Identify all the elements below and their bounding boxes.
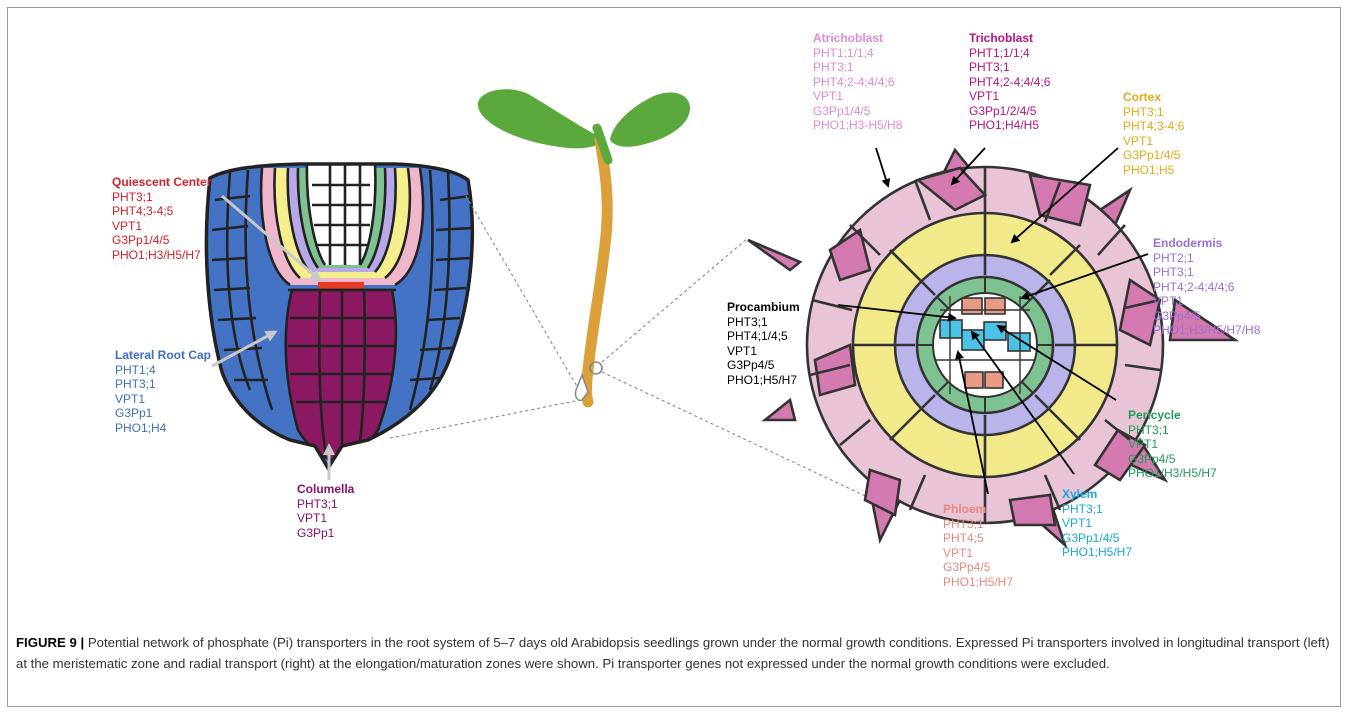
label-title: Columella (297, 482, 354, 497)
gene: G3Pp1/2/4/5 (969, 104, 1050, 119)
caption-separator: | (77, 635, 88, 650)
gene: G3Pp4/5 (727, 358, 800, 373)
label-atrichoblast: Atrichoblast PHT1;1/1;4 PHT3;1 PHT4;2-4;… (813, 31, 902, 133)
gene: G3Pp1/4/5 (813, 104, 902, 119)
label-title: Cortex (1123, 90, 1184, 105)
gene: PHT3;1 (969, 60, 1050, 75)
gene: PHT4;3-4;5 (112, 204, 211, 219)
gene: VPT1 (969, 89, 1050, 104)
label-cortex: Cortex PHT3;1 PHT4;3-4;6 VPT1 G3Pp1/4/5 … (1123, 90, 1184, 177)
label-pericycle: Pericycle PHT3;1 VPT1 G3Pp4/5 PHO1/H3/H5… (1128, 408, 1217, 481)
gene: VPT1 (727, 344, 800, 359)
gene: PHT1;1/1;4 (969, 46, 1050, 61)
gene: PHT3;1 (813, 60, 902, 75)
gene: PHO1;H3/H5/H7/H8 (1153, 323, 1260, 338)
figure-caption: FIGURE 9 | Potential network of phosphat… (16, 633, 1336, 674)
gene: PHO1;H5/H7 (1062, 545, 1132, 560)
gene: G3Pp1 (297, 526, 354, 541)
caption-label: FIGURE 9 (16, 635, 77, 650)
label-title: Xylem (1062, 487, 1132, 502)
label-title: Lateral Root Cap (115, 348, 211, 363)
gene: PHT1;4 (115, 363, 211, 378)
label-phloem: Phloem PHT3;1 PHT4;5 VPT1 G3Pp4/5 PHO1;H… (943, 502, 1013, 589)
gene: VPT1 (1128, 437, 1217, 452)
gene: PHT3;1 (115, 377, 211, 392)
gene: PHT4;3-4;6 (1123, 119, 1184, 134)
gene: PHO1;H5 (1123, 163, 1184, 178)
label-procambium: Procambium PHT3;1 PHT4;1/4;5 VPT1 G3Pp4/… (727, 300, 800, 387)
gene: PHT3;1 (727, 315, 800, 330)
label-title: Endodermis (1153, 236, 1260, 251)
gene: G3Pp4/5 (1128, 452, 1217, 467)
gene: PHT4;1/4;5 (727, 329, 800, 344)
root-tip-diagram (195, 150, 485, 480)
gene: PHT2;1 (1153, 251, 1260, 266)
label-quiescent-center: Quiescent Center PHT3;1 PHT4;3-4;5 VPT1 … (112, 175, 211, 262)
gene: PHO1;H3-H5/H8 (813, 118, 902, 133)
gene: PHT4;5 (943, 531, 1013, 546)
cross-section-diagram (748, 150, 1235, 545)
gene: PHT3;1 (1062, 502, 1132, 517)
gene: VPT1 (943, 546, 1013, 561)
gene: PHT3;1 (1128, 423, 1217, 438)
gene: G3Pp1/4/5 (1062, 531, 1132, 546)
gene: G3Pp1/4/5 (112, 233, 211, 248)
gene: PHO1/H3/H5/H7 (1128, 466, 1217, 481)
label-lateral-root-cap: Lateral Root Cap PHT1;4 PHT3;1 VPT1 G3Pp… (115, 348, 211, 435)
seedling-illustration (478, 89, 690, 402)
gene: PHO1;H4 (115, 421, 211, 436)
gene: PHT4;2-4;4/4;6 (813, 75, 902, 90)
gene: VPT1 (1123, 134, 1184, 149)
label-title: Trichoblast (969, 31, 1050, 46)
gene: VPT1 (1153, 294, 1260, 309)
gene: PHO1;H3/H5/H7 (112, 248, 211, 263)
gene: G3Pp1/4/5 (1123, 148, 1184, 163)
label-title: Pericycle (1128, 408, 1217, 423)
gene: PHT3;1 (297, 497, 354, 512)
gene: VPT1 (1062, 516, 1132, 531)
gene: VPT1 (297, 511, 354, 526)
gene: VPT1 (115, 392, 211, 407)
gene: PHT3;1 (943, 517, 1013, 532)
gene: PHT4;2-4;4/4;6 (969, 75, 1050, 90)
label-xylem: Xylem PHT3;1 VPT1 G3Pp1/4/5 PHO1;H5/H7 (1062, 487, 1132, 560)
label-trichoblast: Trichoblast PHT1;1/1;4 PHT3;1 PHT4;2-4;4… (969, 31, 1050, 133)
gene: PHT3;1 (112, 190, 211, 205)
label-title: Procambium (727, 300, 800, 315)
gene: PHO1;H4/H5 (969, 118, 1050, 133)
gene: G3Pp1 (115, 406, 211, 421)
gene: PHT4;2-4;4/4;6 (1153, 280, 1260, 295)
label-title: Phloem (943, 502, 1013, 517)
atrichoblast-arrow (876, 148, 888, 186)
caption-text: Potential network of phosphate (Pi) tran… (16, 635, 1330, 671)
gene: PHT1;1/1;4 (813, 46, 902, 61)
gene: PHO1;H5/H7 (727, 373, 800, 388)
label-endodermis: Endodermis PHT2;1 PHT3;1 PHT4;2-4;4/4;6 … (1153, 236, 1260, 338)
label-columella: Columella PHT3;1 VPT1 G3Pp1 (297, 482, 354, 540)
gene: G3Pp4/5 (943, 560, 1013, 575)
gene: PHT3;1 (1153, 265, 1260, 280)
label-title: Atrichoblast (813, 31, 902, 46)
gene: G3Pp4/5 (1153, 309, 1260, 324)
gene: VPT1 (813, 89, 902, 104)
label-title: Quiescent Center (112, 175, 211, 190)
gene: PHO1;H5/H7 (943, 575, 1013, 590)
gene: VPT1 (112, 219, 211, 234)
gene: PHT3;1 (1123, 105, 1184, 120)
